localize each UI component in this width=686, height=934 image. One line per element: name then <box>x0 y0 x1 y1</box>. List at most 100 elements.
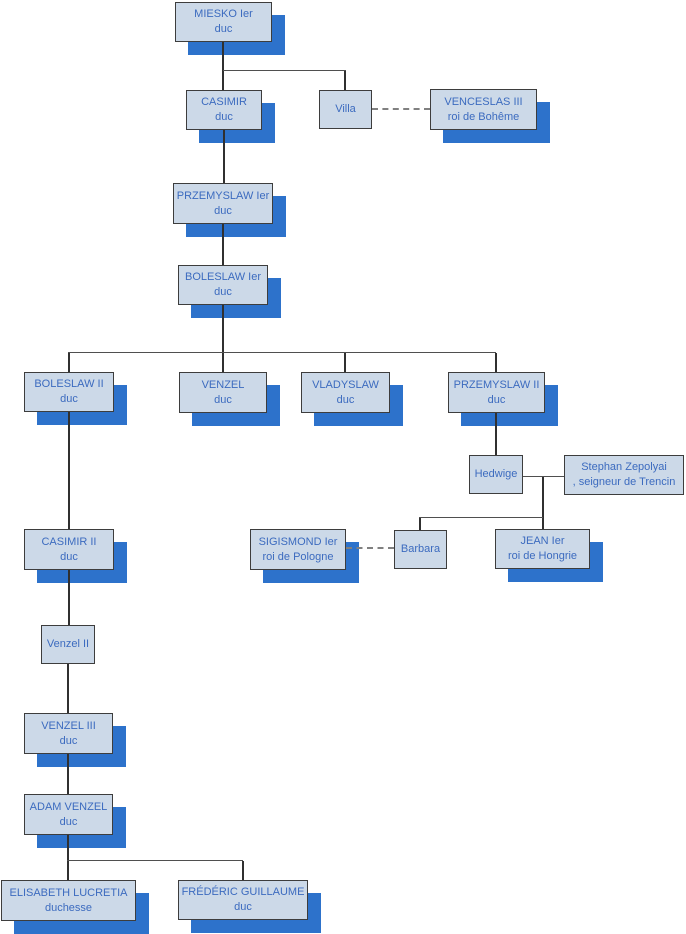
node-hedwige[interactable]: Hedwige <box>469 455 523 494</box>
person-title: duchesse <box>44 901 93 914</box>
connector-horizontal-marriage <box>523 476 564 477</box>
person-title: duc <box>59 815 78 828</box>
node-casimir2[interactable]: CASIMIR II duc <box>24 529 127 583</box>
person-title: roi de Hongrie <box>507 550 578 562</box>
person-title: duc <box>60 393 78 405</box>
node-box: Stephan Zepolyai , seigneur de Trencin <box>564 455 684 495</box>
connector-vertical <box>222 305 224 353</box>
connector-horizontal <box>223 70 346 71</box>
person-name: JEAN Ier <box>520 535 565 547</box>
node-mieszko[interactable]: MIESKO Ier duc <box>175 2 285 55</box>
node-venzel3[interactable]: VENZEL III duc <box>24 713 126 767</box>
connector-vertical <box>542 518 544 529</box>
person-name: Venzel II <box>46 638 90 650</box>
connector-vertical <box>542 477 544 518</box>
node-venceslas[interactable]: VENCESLAS III roi de Bohême <box>430 89 550 143</box>
connector-vertical <box>222 353 224 372</box>
connector-vertical <box>495 413 497 455</box>
node-venzel2[interactable]: Venzel II <box>41 625 95 664</box>
node-box: ELISABETH LUCRETIA duchesse <box>1 880 136 921</box>
connector-vertical <box>68 570 70 625</box>
person-name: Stephan Zepolyai <box>581 461 667 473</box>
person-name: Hedwige <box>474 468 518 480</box>
node-venzel[interactable]: VENZEL duc <box>179 372 280 426</box>
node-przemyslaw1[interactable]: PRZEMYSLAW Ier duc <box>173 183 286 237</box>
connector-horizontal <box>68 352 496 353</box>
node-jean[interactable]: JEAN Ier roi de Hongrie <box>495 529 603 582</box>
node-elisabeth[interactable]: ELISABETH LUCRETIA duchesse <box>1 880 149 934</box>
person-name: CASIMIR II <box>41 535 97 548</box>
person-name: Villa <box>335 103 356 115</box>
node-box: FRÉDÉRIC GUILLAUME duc <box>178 880 308 920</box>
node-box: VENZEL duc <box>179 372 267 413</box>
connector-vertical <box>419 518 421 530</box>
node-przemyslaw2[interactable]: PRZEMYSLAW II duc <box>448 372 558 426</box>
connector-vertical <box>344 71 346 90</box>
node-box: CASIMIR II duc <box>24 529 114 570</box>
node-box: SIGISMOND Ier roi de Pologne <box>250 529 346 570</box>
node-box: PRZEMYSLAW II duc <box>448 372 545 413</box>
person-title: duc <box>234 901 252 913</box>
node-box: Villa <box>319 90 372 129</box>
node-box: BOLESLAW II duc <box>24 372 114 412</box>
connector-vertical <box>67 664 69 713</box>
connector-vertical <box>495 353 497 372</box>
person-name: ADAM VENZEL <box>29 800 108 813</box>
node-box: VLADYSLAW duc <box>301 372 390 413</box>
connector-vertical <box>67 754 69 794</box>
person-name: FRÉDÉRIC GUILLAUME <box>181 886 305 898</box>
node-box: VENZEL III duc <box>24 713 113 754</box>
node-stephan[interactable]: Stephan Zepolyai , seigneur de Trencin <box>564 455 684 495</box>
person-title: , seigneur de Trencin <box>572 476 676 488</box>
person-title: duc <box>60 550 78 563</box>
connector-vertical <box>68 412 70 529</box>
node-casimir[interactable]: CASIMIR duc <box>186 90 275 143</box>
connector-vertical <box>68 353 70 372</box>
person-title: duc <box>215 111 233 123</box>
person-title: duc <box>214 204 232 217</box>
person-title: duc <box>59 734 78 747</box>
node-vladyslaw[interactable]: VLADYSLAW duc <box>301 372 403 426</box>
node-frederic[interactable]: FRÉDÉRIC GUILLAUME duc <box>178 880 321 933</box>
node-villa[interactable]: Villa <box>319 90 372 129</box>
node-adam-venzel[interactable]: ADAM VENZEL duc <box>24 794 126 848</box>
person-name: ELISABETH LUCRETIA <box>9 886 128 899</box>
person-title: duc <box>487 393 506 406</box>
node-barbara[interactable]: Barbara <box>394 530 447 569</box>
person-name: PRZEMYSLAW II <box>453 378 540 391</box>
node-sigismond[interactable]: SIGISMOND Ier roi de Pologne <box>250 529 359 583</box>
person-name: CASIMIR <box>201 96 247 108</box>
connector-vertical <box>222 224 224 265</box>
person-name: MIESKO Ier <box>194 8 253 20</box>
person-name: Barbara <box>400 543 441 555</box>
person-name: VLADYSLAW <box>312 378 379 391</box>
person-title: duc <box>214 286 232 298</box>
person-title: roi de Pologne <box>262 550 334 563</box>
connector-vertical <box>67 861 69 880</box>
person-name: SIGISMOND Ier <box>258 535 338 548</box>
node-box: PRZEMYSLAW Ier duc <box>173 183 273 224</box>
person-name: BOLESLAW Ier <box>184 271 261 283</box>
connector-horizontal <box>67 860 243 861</box>
connector-horizontal <box>419 517 543 518</box>
connector-vertical <box>223 130 225 183</box>
person-title: duc <box>336 393 355 406</box>
node-boleslaw1[interactable]: BOLESLAW Ier duc <box>178 265 281 318</box>
person-title: duc <box>214 393 232 406</box>
person-name: BOLESLAW II <box>34 378 104 390</box>
node-box: JEAN Ier roi de Hongrie <box>495 529 590 569</box>
connector-dashed-marriage <box>372 108 430 110</box>
connector-vertical <box>222 42 224 90</box>
person-title: roi de Bohême <box>447 110 520 123</box>
person-title: duc <box>214 23 233 35</box>
person-name: VENCESLAS III <box>444 95 523 108</box>
node-box: ADAM VENZEL duc <box>24 794 113 835</box>
node-box: Hedwige <box>469 455 523 494</box>
node-box: VENCESLAS III roi de Bohême <box>430 89 537 130</box>
connector-vertical <box>344 353 346 372</box>
node-box: Barbara <box>394 530 447 569</box>
node-boleslaw2[interactable]: BOLESLAW II duc <box>24 372 127 425</box>
connector-vertical <box>242 861 244 880</box>
node-box: Venzel II <box>41 625 95 664</box>
